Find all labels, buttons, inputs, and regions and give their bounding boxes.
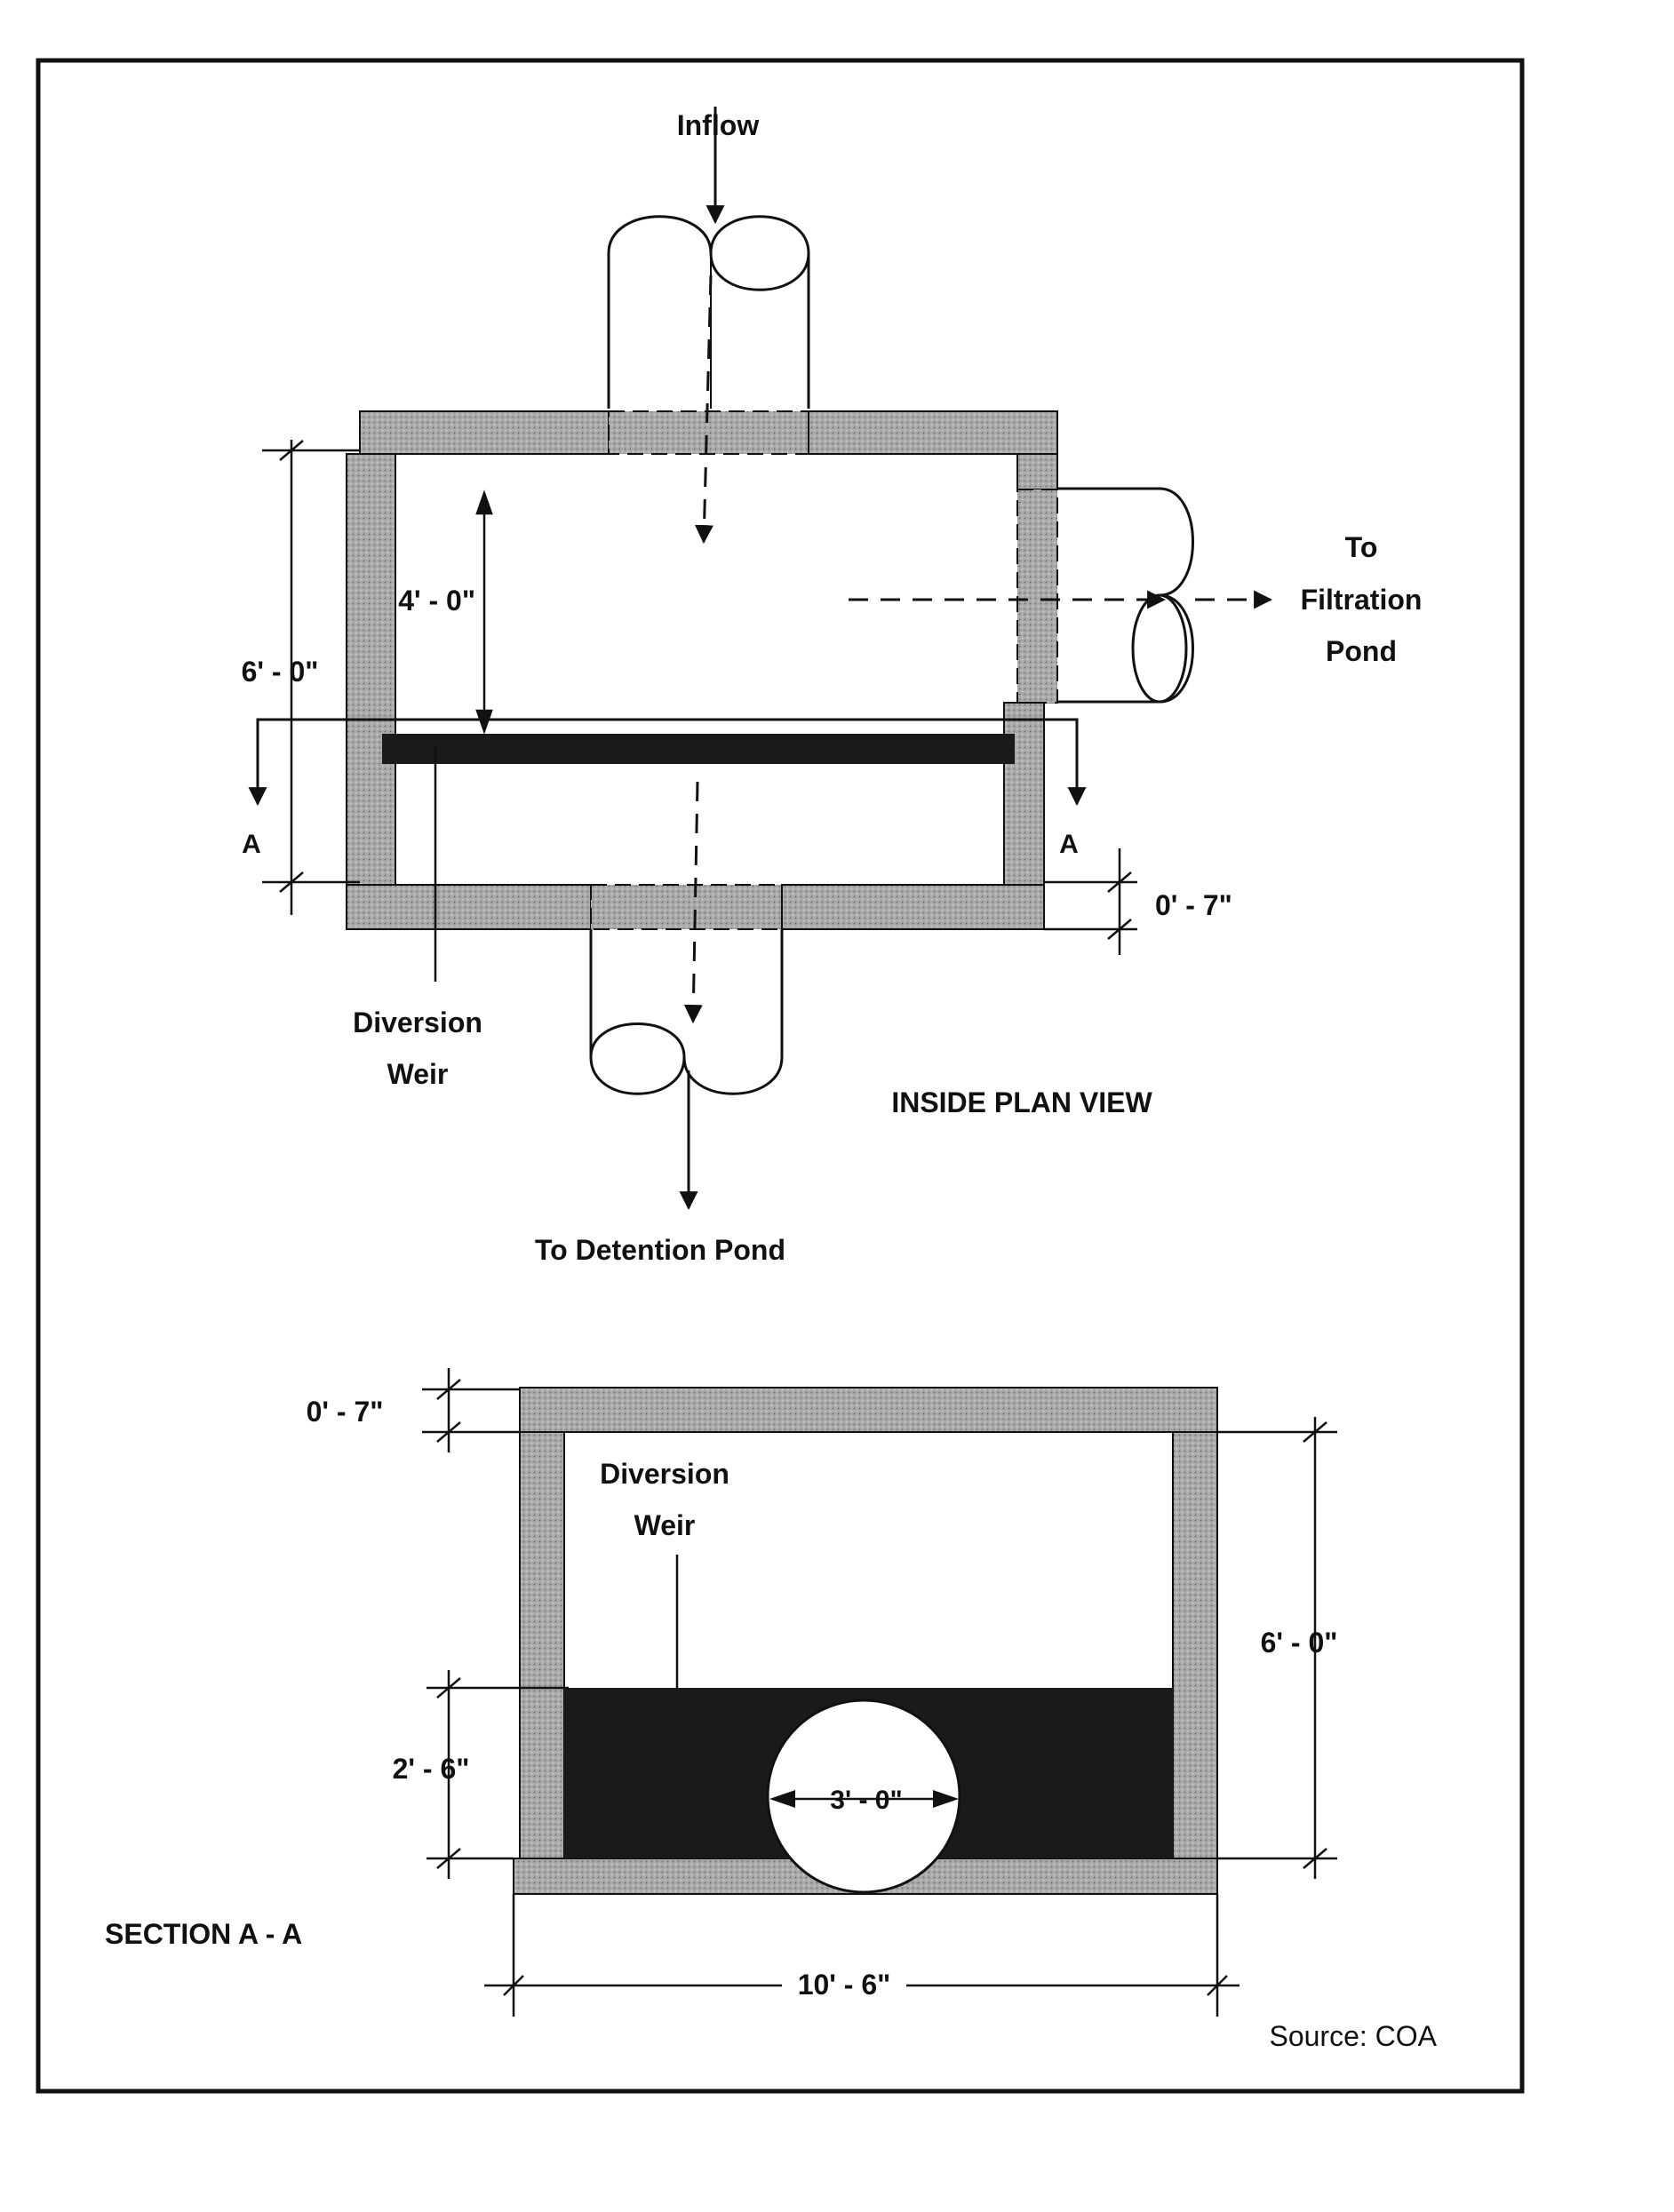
- plan-weir-label-line1: Diversion: [353, 1007, 482, 1038]
- section-dimension-lines: [422, 1368, 1337, 2017]
- detention-label: To Detention Pond: [535, 1234, 785, 1266]
- plan-diversion-weir: [382, 734, 1015, 764]
- filtration-label-line3: Pond: [1326, 635, 1397, 667]
- plan-view-title: INSIDE PLAN VIEW: [891, 1086, 1152, 1118]
- filtration-outlet-pipe: [1031, 487, 1194, 704]
- section-view: 0' - 7" Diversion Weir 6' - 0" 2' - 6" 3…: [105, 1368, 1337, 2017]
- section-weir-label-line1: Diversion: [600, 1458, 729, 1490]
- plan-weir-label-line2: Weir: [387, 1058, 449, 1090]
- section-marker-left: A: [242, 830, 261, 859]
- dim-pipe-diameter-label: 3' - 0": [830, 1786, 902, 1815]
- section-view-title: SECTION A - A: [105, 1918, 302, 1950]
- dim-weir-height-label: 2' - 6": [393, 1753, 470, 1785]
- plan-right-wall: [1003, 453, 1058, 886]
- plan-bottom-wall: [346, 884, 1045, 930]
- section-cut-line: [248, 718, 1087, 807]
- plan-dimension-lines: [262, 440, 1137, 982]
- dim-length-label-bg: [782, 1965, 906, 2004]
- source-credit: Source: COA: [1269, 2020, 1437, 2052]
- detention-outlet-pipe: [589, 888, 784, 1095]
- plan-left-wall: [346, 453, 396, 886]
- plan-view: Inflow To Filtration Pond 6' - 0" 4' - 0…: [242, 107, 1423, 1266]
- pipe-diameter-dimension: [769, 1790, 959, 1808]
- dim-top-slab-label: 0' - 7": [307, 1396, 384, 1428]
- section-weir-label-line2: Weir: [634, 1509, 696, 1541]
- dim-height-label: 6' - 0": [1261, 1627, 1338, 1659]
- plan-top-wall: [359, 410, 1058, 455]
- section-left-wall: [519, 1431, 565, 1859]
- filtration-label-line1: To: [1345, 531, 1378, 563]
- pipe-opening: [766, 1699, 961, 1894]
- dim-wall-thickness-label: 0' - 7": [1155, 889, 1232, 921]
- page-border: [36, 58, 1525, 2094]
- plan-flow-lines: [679, 107, 1273, 1211]
- section-top-slab: [519, 1387, 1218, 1433]
- filtration-label-line2: Filtration: [1301, 584, 1423, 616]
- inflow-label: Inflow: [677, 109, 760, 141]
- dim-length-label: 10' - 6": [798, 1969, 891, 2001]
- dim-overall-width-label: 6' - 0": [242, 656, 319, 688]
- dim-upper-chamber-label: 4' - 0": [398, 585, 475, 617]
- section-right-wall: [1172, 1431, 1218, 1859]
- section-marker-right: A: [1059, 830, 1079, 859]
